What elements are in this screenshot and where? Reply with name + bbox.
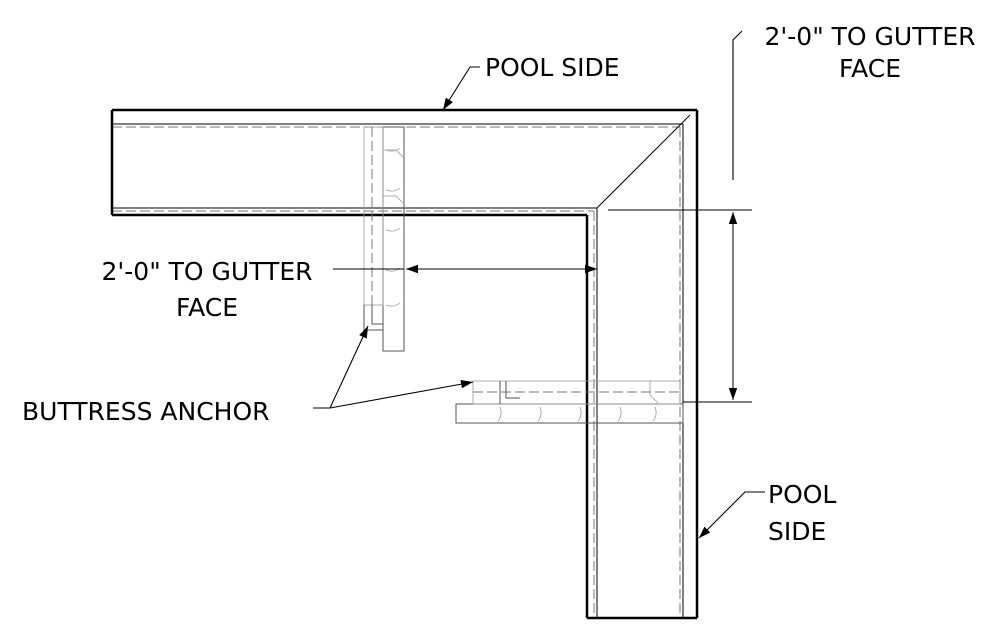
dimension-right-label-line2: FACE: [839, 54, 901, 83]
buttress-anchor-leader-horizontal: [329, 380, 474, 409]
pool-side-right-label-line2: SIDE: [768, 517, 826, 546]
anchor-weld-marks: [497, 406, 657, 422]
anchor-brackets: [383, 149, 405, 205]
pool-side-top-leader: [442, 66, 480, 111]
dimension-left-label-line2: FACE: [176, 293, 238, 322]
buttress-anchor-label: BUTTRESS ANCHOR: [22, 397, 270, 426]
dimension-left-label-line1: 2'-0" TO GUTTER: [102, 257, 313, 286]
anchor-weld-marks: [385, 147, 401, 307]
buttress-anchor-horizontal: [455, 380, 684, 424]
anchor-bracket: [649, 381, 659, 404]
miter-joint-line: [596, 114, 691, 209]
dimension-right-label-line1: 2'-0" TO GUTTER: [765, 22, 976, 51]
anchor-foot: [499, 381, 520, 404]
anchor-plate: [382, 126, 405, 352]
dimension-right: [608, 30, 752, 403]
pool-side-right-label-line1: POOL: [768, 480, 836, 509]
buttress-anchor-vertical: [363, 126, 405, 352]
pool-side-right-leader: [698, 491, 765, 539]
vertical-wall: [585, 110, 699, 620]
buttress-anchor-leader-vertical: [313, 325, 369, 409]
anchor-flange: [363, 126, 384, 306]
pool-side-top-label: POOL SIDE: [485, 53, 620, 82]
anchor-plate: [455, 403, 684, 424]
dimension-leader: [732, 30, 743, 180]
anchor-foot: [363, 305, 383, 331]
